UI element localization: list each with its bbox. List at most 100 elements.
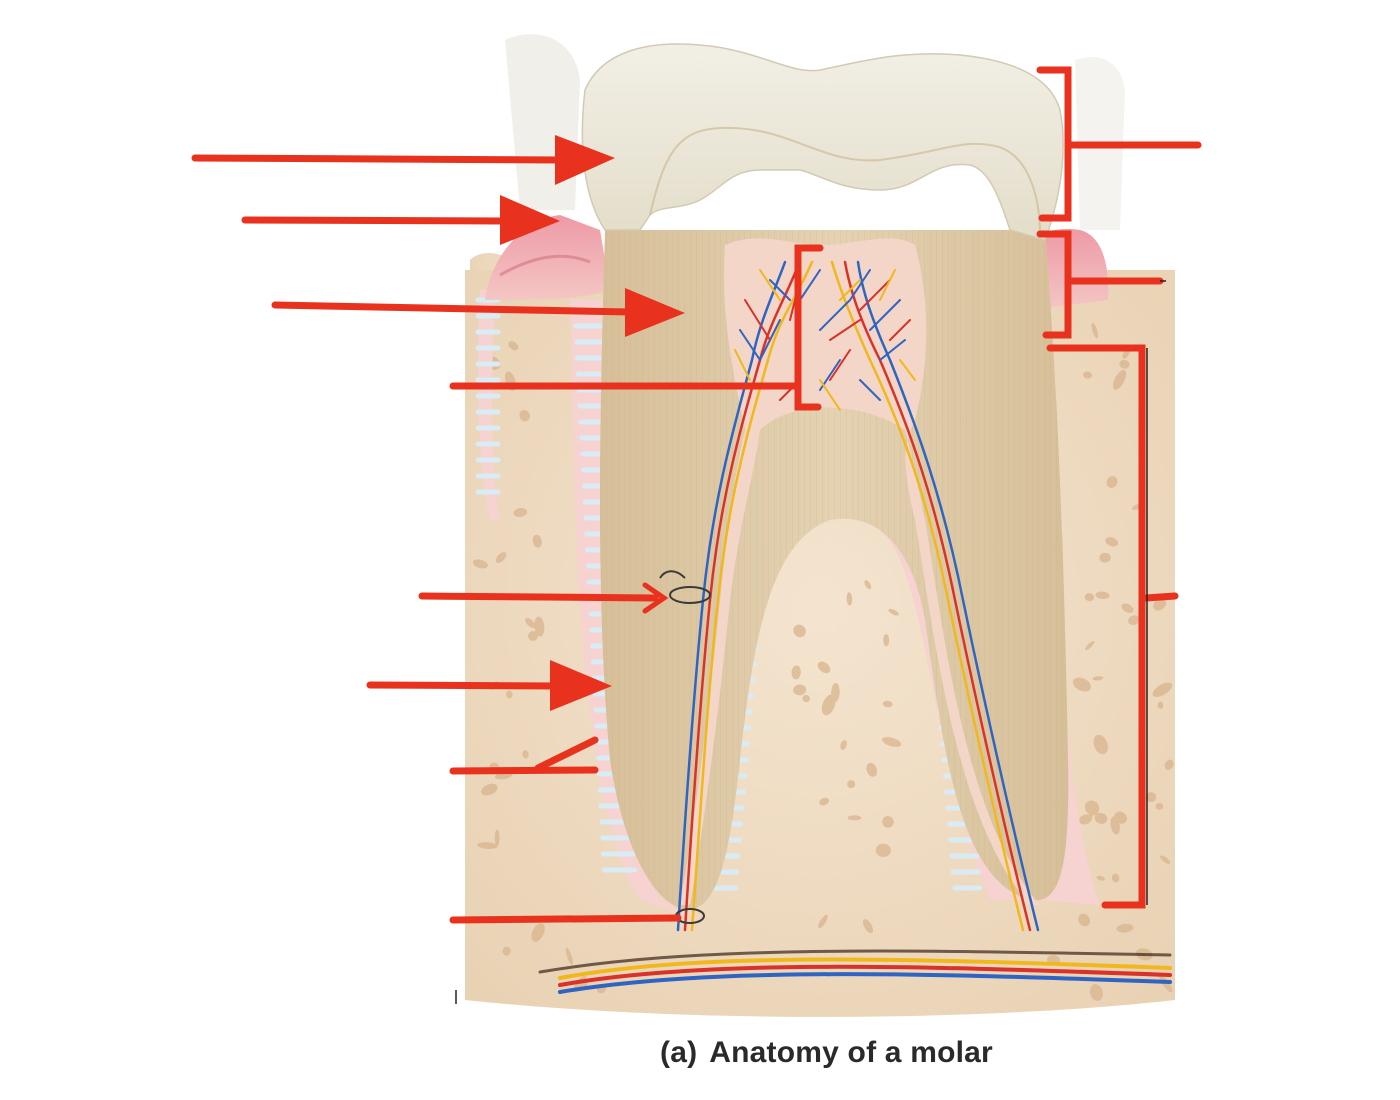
artery-right [843,260,1032,932]
bone-pore [866,762,878,777]
bone-pore [1084,593,1095,602]
bone-pore [1159,975,1173,993]
inferior-nerve [558,957,1172,980]
arrowhead-dentin [625,288,685,337]
bone-pore [1164,759,1174,770]
bone-pore [882,700,893,708]
caption-part-label: (a) [660,1036,698,1069]
bone-pore [1094,812,1108,824]
bone-pore [477,842,498,849]
pointer-apical-foramen [449,914,682,924]
nerve-left [690,260,814,932]
bone-pore [862,919,874,934]
bone-pore [1078,913,1090,927]
artery-left [683,258,802,932]
bone-pore [1093,734,1108,755]
bone-pore [1111,873,1120,883]
pointer-dentin [271,301,634,316]
bone-pore [847,815,862,821]
bone-pore [1145,792,1157,803]
bone-pore [1121,603,1134,613]
bone-pore [864,580,872,590]
arrowhead-root-canal [642,582,669,614]
pointer-cementum [366,681,559,690]
bone-pore [793,684,807,696]
nerve-right [830,260,1025,932]
bone-pore [522,750,529,759]
inferior-artery [558,964,1172,987]
bone-pore [494,829,500,847]
bone-pore [1096,875,1105,881]
bone-pore [882,816,894,828]
bone-pore [875,843,891,858]
vein-right [856,260,1040,932]
bone-pore [1110,816,1120,835]
bone-pore [1105,537,1119,547]
bone-pore [819,797,830,806]
bone-pore [1089,984,1103,1001]
bone-pore [1153,598,1167,611]
enamel [581,43,1064,241]
bone-pore [1085,640,1095,651]
arrowhead-enamel [555,135,615,185]
bone-pore [472,559,488,569]
bone-pore [531,923,545,942]
brackets [794,66,1202,909]
bone-pore [506,690,513,699]
bone-pore [481,783,498,796]
pointer-arrows [191,135,799,924]
bone-pore [846,592,853,606]
bone-pore [1106,476,1118,488]
pointer-root-canal [418,592,659,602]
inferior-vein [558,972,1172,994]
bone-pore [888,608,900,616]
root-canal-ring [669,586,711,604]
pointer-gingiva [241,216,509,225]
bone-pore [793,624,806,638]
bone-pore [532,534,542,548]
bone-pore [495,552,507,563]
bone-pore [1072,677,1091,692]
pointer-periodontal-ligament-tick [534,736,599,772]
bone-pore [1079,814,1092,825]
bone-pore [840,740,847,751]
vessels-and-nerves [538,258,1172,994]
bone-pore [831,683,840,702]
bone-pore [821,694,836,716]
bone-pore [1119,359,1130,369]
bone-pore [1159,855,1171,865]
bone-pore [1084,800,1100,816]
bone-pore [1095,591,1110,600]
pointer-periodontal-ligament [449,766,599,775]
bone-pore [791,665,801,680]
bone-pore [1099,552,1111,563]
bone-pore [508,341,519,351]
bone-pore [847,780,856,789]
bone-pore [1157,701,1164,709]
bone-pore [1152,682,1173,697]
bone-pore [817,661,831,674]
bone-pore [1113,369,1127,390]
label-line-root [1142,592,1179,602]
arrowhead-cementum [550,660,612,711]
bone-pore [1116,923,1134,933]
bracket-neck [1036,230,1072,339]
guide-lines [455,280,1166,1004]
caption-title: Anatomy of a molar [709,1036,993,1069]
bone-pore [802,694,811,703]
bracket-crown [1036,66,1072,222]
bone-pore [519,410,530,422]
bone-pore [883,634,890,647]
figure-caption: (a) Anatomy of a molar [660,1036,993,1070]
bone-pore [882,737,902,747]
bone-pore [1091,322,1099,339]
bracket-pulp-cavity [794,244,824,411]
pointer-enamel [191,154,564,164]
bone-pore [1155,802,1164,810]
arrowhead-gingiva [500,195,560,245]
pulp-cavity [680,238,1040,906]
dentin [600,230,1069,910]
bone-pore [528,631,538,641]
bone-pore [525,617,536,629]
